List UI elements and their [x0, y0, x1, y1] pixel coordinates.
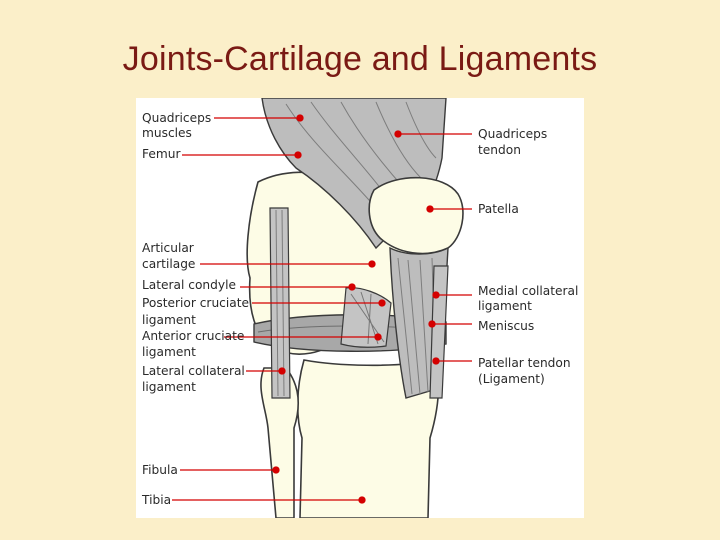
label-anterior-cruciate-2: ligament [142, 344, 196, 360]
label-patellar-tendon-2: (Ligament) [478, 371, 545, 387]
label-lateral-collateral-2: ligament [142, 379, 196, 395]
label-quadriceps-tendon-1: Quadriceps [478, 126, 547, 142]
label-articular-cartilage-1: Articular [142, 240, 194, 256]
label-femur: Femur [142, 146, 180, 162]
label-lateral-condyle: Lateral condyle [142, 277, 236, 293]
label-medial-collateral-2: ligament [478, 298, 532, 314]
label-medial-collateral-1: Medial collateral [478, 283, 578, 299]
label-patellar-tendon-1: Patellar tendon [478, 355, 571, 371]
label-quadriceps-muscles-2: muscles [142, 125, 192, 141]
label-tibia: Tibia [142, 492, 171, 508]
label-quadriceps-muscles-1: Quadriceps [142, 110, 211, 126]
label-fibula: Fibula [142, 462, 178, 478]
slide-title: Joints-Cartilage and Ligaments [0, 40, 720, 79]
label-meniscus: Meniscus [478, 318, 534, 334]
label-posterior-cruciate-1: Posterior cruciate [142, 295, 249, 311]
label-anterior-cruciate-1: Anterior cruciate [142, 328, 244, 344]
label-patella: Patella [478, 201, 519, 217]
label-articular-cartilage-2: cartilage [142, 256, 195, 272]
label-quadriceps-tendon-2: tendon [478, 142, 521, 158]
knee-diagram: Quadriceps muscles Femur Articular carti… [136, 98, 584, 518]
label-lateral-collateral-1: Lateral collateral [142, 363, 245, 379]
label-posterior-cruciate-2: ligament [142, 312, 196, 328]
